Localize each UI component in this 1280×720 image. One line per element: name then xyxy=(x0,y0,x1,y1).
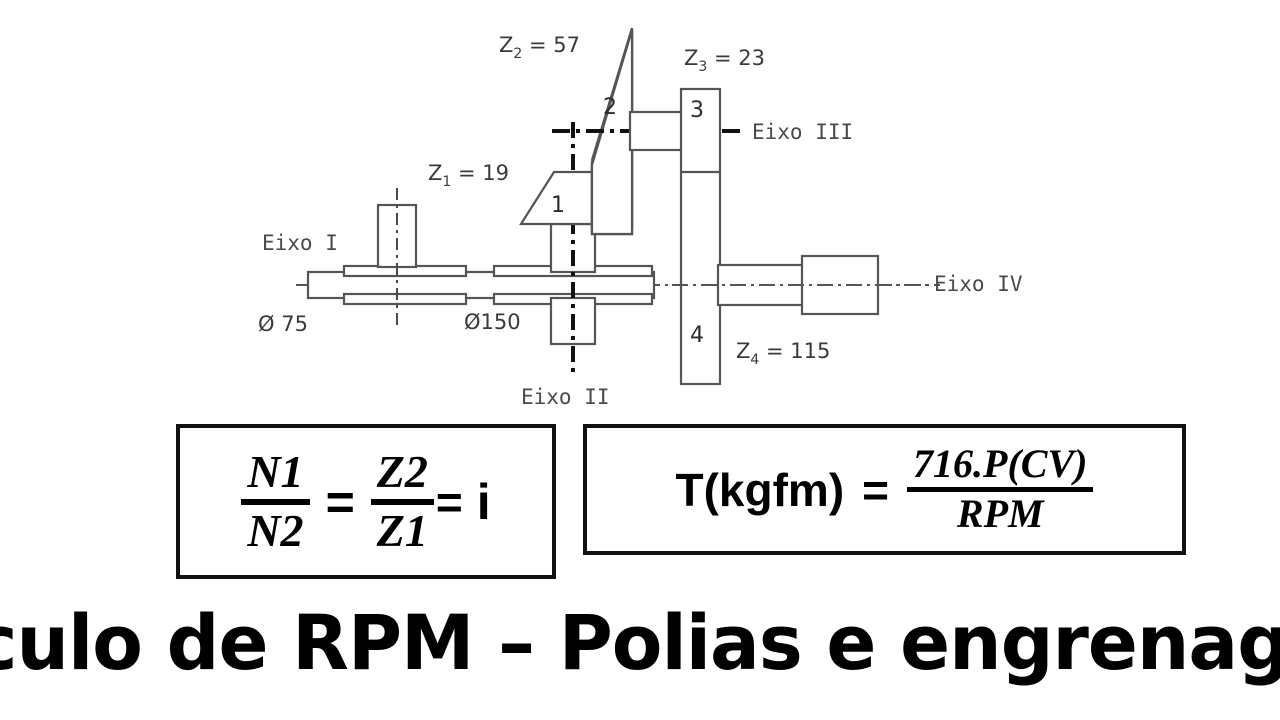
torque-equals-sign: = xyxy=(862,463,890,516)
label-z3: Z3 = 23 xyxy=(684,46,765,75)
gear-ratio-formula-box: N1 N2 = Z2 Z1 = i xyxy=(176,424,556,579)
label-pulley-150: Ø150 xyxy=(464,310,521,334)
gear-number-3: 3 xyxy=(690,98,704,123)
torque-numerator: 716.P(CV) xyxy=(913,441,1088,487)
label-eixo-ii: Eixo II xyxy=(521,385,610,409)
gear-number-1: 1 xyxy=(551,193,565,218)
gear-train-schematic: .ln { stroke:#555555; stroke-width:2.2; … xyxy=(258,27,1023,409)
fraction-bar xyxy=(241,498,310,505)
gear-ratio-equation: N1 N2 = Z2 Z1 = i xyxy=(241,445,491,556)
label-eixo-iv: Eixo IV xyxy=(934,272,1023,296)
ratio-fraction-z: Z2 Z1 xyxy=(370,445,434,556)
shaft-eixo4 xyxy=(672,254,928,316)
fraction-bar xyxy=(907,487,1094,492)
gear-train-diagram: .ln { stroke:#555555; stroke-width:2.2; … xyxy=(258,27,1023,409)
torque-left-side: T(kgfm) xyxy=(675,463,845,516)
ratio-equals-sign-1: = xyxy=(325,473,355,530)
label-eixo-i: Eixo I xyxy=(262,231,338,255)
pulley-small-75 xyxy=(342,188,468,330)
torque-denominator: RPM xyxy=(956,491,1044,536)
ratio-denominator-z1: Z1 xyxy=(376,504,428,556)
diagram-text-layer: Z2 = 57 Z3 = 23 Z1 = 19 Z4 = 115 2 3 1 4… xyxy=(258,33,1023,409)
ratio-denominator-n2: N2 xyxy=(247,504,304,556)
shaft-eixo3 xyxy=(628,110,688,152)
torque-formula-box: T(kgfm) = 716.P(CV) RPM xyxy=(583,424,1186,555)
ratio-numerator-n1: N1 xyxy=(247,445,304,497)
ratio-fraction-n: N1 N2 xyxy=(241,445,310,556)
gear-number-4: 4 xyxy=(690,323,704,348)
gear-number-2: 2 xyxy=(603,95,617,120)
ratio-equals-sign-2: = xyxy=(435,475,463,528)
page-title: Cálculo de RPM – Polias e engrenagens xyxy=(0,597,1280,687)
label-z4: Z4 = 115 xyxy=(736,339,830,368)
label-pulley-75: Ø 75 xyxy=(258,312,308,336)
torque-fraction: 716.P(CV) RPM xyxy=(907,441,1094,536)
label-z1: Z1 = 19 xyxy=(428,161,509,190)
label-eixo-iii: Eixo III xyxy=(752,120,853,144)
ratio-result-i: i xyxy=(476,473,491,530)
fraction-bar xyxy=(370,498,434,505)
ratio-numerator-z2: Z2 xyxy=(376,445,428,497)
gear-column-3-4 xyxy=(679,87,722,386)
label-z2: Z2 = 57 xyxy=(499,33,580,62)
torque-equation: T(kgfm) = 716.P(CV) RPM xyxy=(675,441,1094,536)
